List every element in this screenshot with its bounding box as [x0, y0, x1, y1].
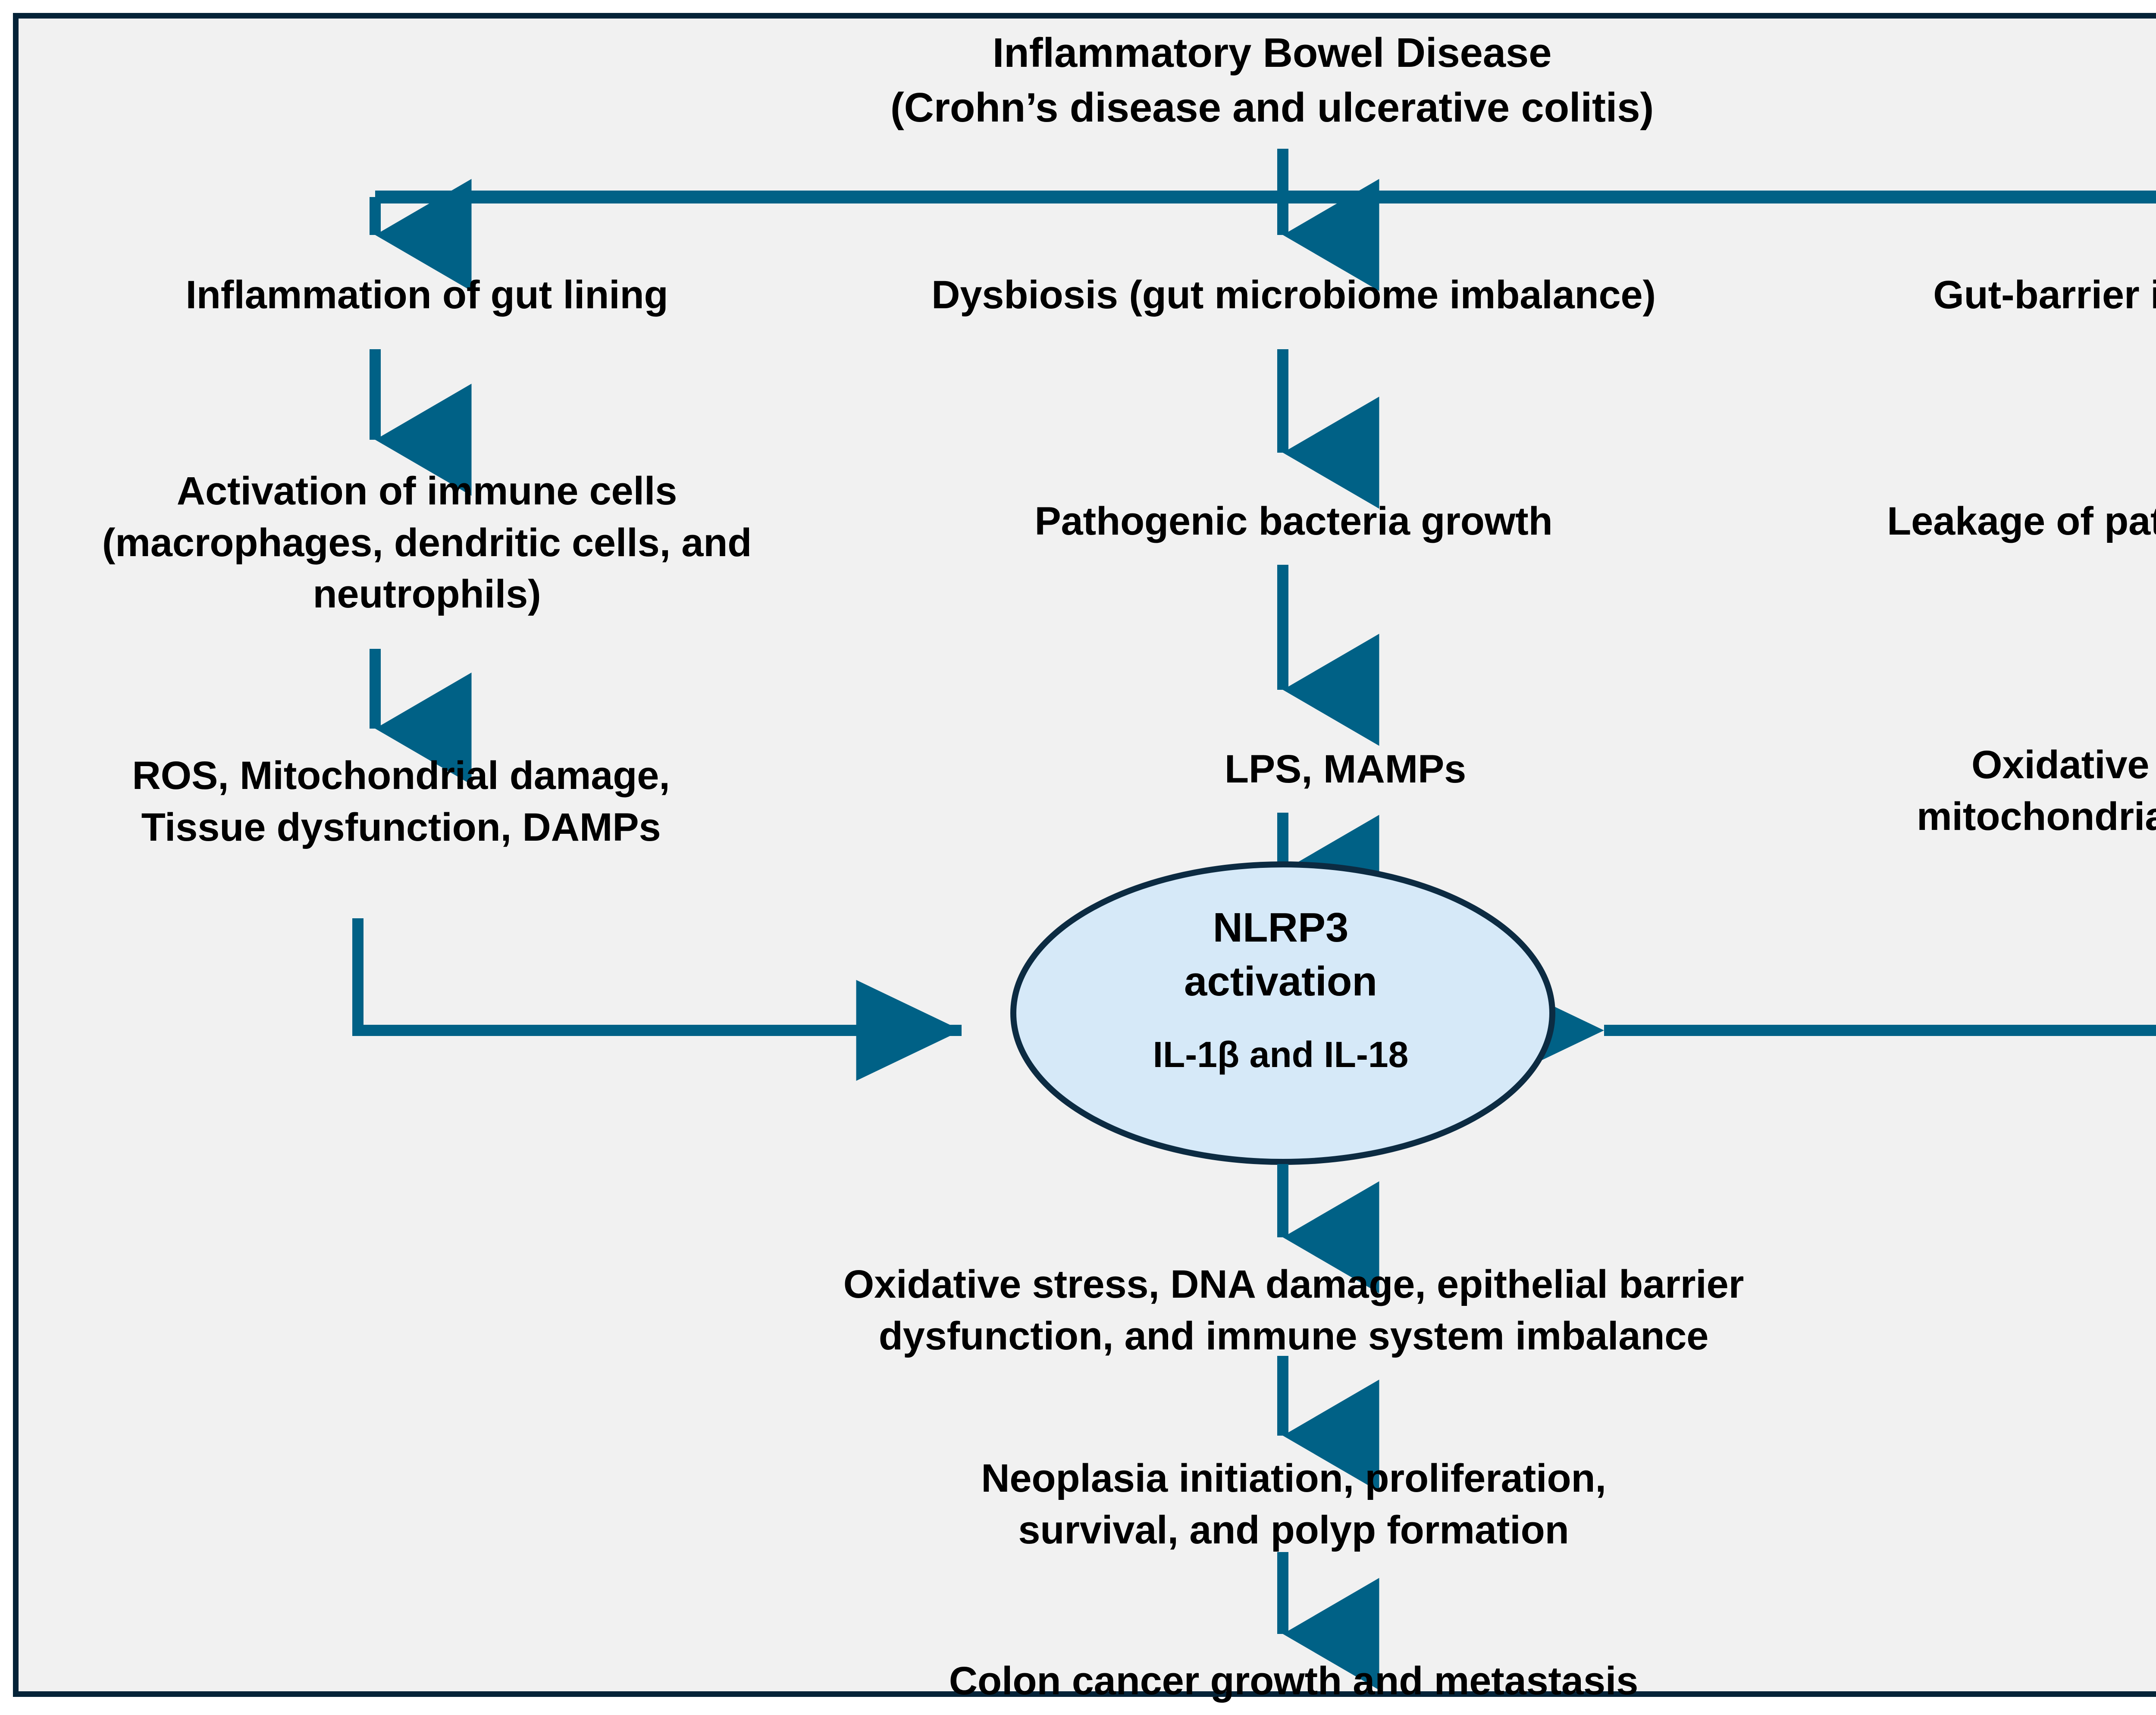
nlrp3-activation-text: NLRP3 activation	[1184, 904, 1378, 1005]
branch-label-inflammation-of-gut-lining: Inflammation of gut lining	[185, 273, 668, 317]
branch-label-gut-barrier-integrity-loss: Gut-barrier integrity loss	[1933, 273, 2156, 317]
node-colon-cancer-growth-metastasis: Colon cancer growth and metastasis	[949, 1659, 1639, 1703]
node-pathogenic-bacteria-growth: Pathogenic bacteria growth	[1034, 499, 1553, 543]
nlrp3-node-label: NLRP3 activation IL-1β and IL-18	[1011, 901, 1550, 1076]
node-ros-mitochondrial-damage-damps: ROS, Mitochondrial damage, Tissue dysfun…	[132, 754, 670, 849]
branch-label-dysbiosis: Dysbiosis (gut microbiome imbalance)	[931, 273, 1656, 317]
node-lps-mamps: LPS, MAMPs	[1224, 747, 1467, 791]
interleukin-text: IL-1β and IL-18	[1153, 1034, 1409, 1075]
diagram-frame	[13, 13, 2156, 1697]
node-leakage-of-pathogens-toxins: Leakage of pathogens, toxins	[1887, 499, 2156, 543]
node-oxidative-stress-mitochondrial-dysfunction: Oxidative stress and mitochondrial dysfu…	[1916, 743, 2156, 839]
node-activation-of-immune-cells: Activation of immune cells (macrophages,…	[102, 469, 752, 617]
node-oxidative-stress-dna-damage: Oxidative stress, DNA damage, epithelial…	[843, 1262, 1744, 1358]
diagram-title: Inflammatory Bowel Disease (Crohn’s dise…	[890, 30, 1654, 131]
node-neoplasia-initiation: Neoplasia initiation, proliferation, sur…	[981, 1456, 1606, 1552]
